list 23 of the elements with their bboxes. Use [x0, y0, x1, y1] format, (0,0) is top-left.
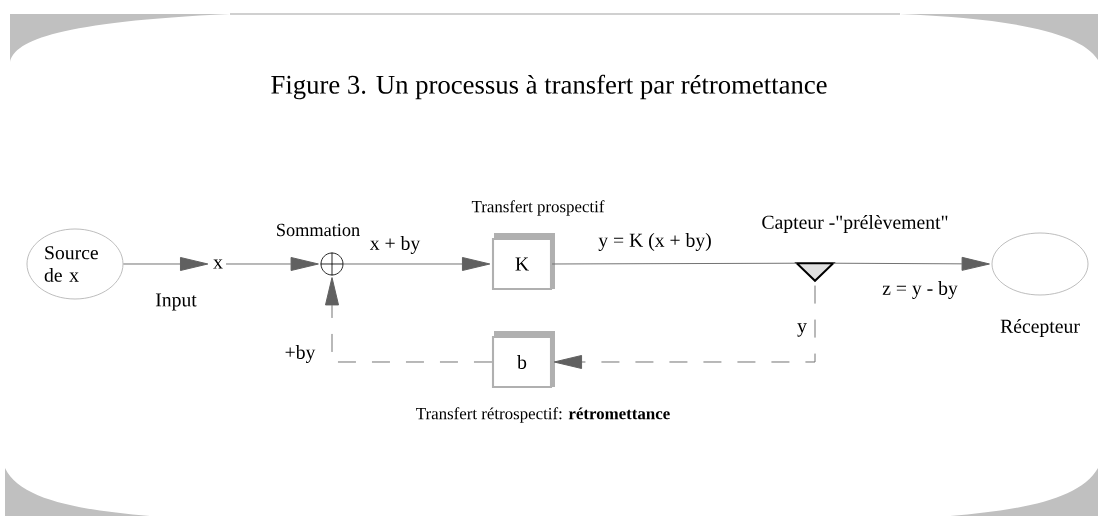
edge-label: x + by [368, 234, 422, 256]
node-caption: Capteur -"prélèvement" [762, 215, 948, 233]
arrow [122, 257, 209, 271]
arrow [553, 285, 816, 369]
transfer-box: b [491, 331, 555, 389]
receiver-ellipse [991, 232, 1089, 296]
edge-label: y [795, 321, 809, 339]
node-caption: Sommation [277, 223, 360, 237]
node-caption: Transfert rétrospectif: rétromettance [416, 407, 670, 423]
transfer-box: K [491, 233, 555, 291]
arrow [342, 257, 491, 271]
arrow [325, 277, 493, 363]
signal-label: x [213, 259, 223, 269]
edge-label: +by [283, 343, 317, 365]
summation-symbol [320, 252, 344, 276]
edge-label: Input [153, 292, 199, 312]
edge-label: z = y - by [880, 279, 960, 301]
node-caption: Récepteur [1000, 319, 1080, 337]
title: Figure 3. Un processus à transfert par rétromettance [271, 74, 827, 100]
node-caption: Transfert prospectif [471, 200, 605, 216]
arrow [225, 257, 319, 271]
edge-label: y = K (x + by) [596, 231, 714, 253]
arrow [832, 256, 990, 271]
